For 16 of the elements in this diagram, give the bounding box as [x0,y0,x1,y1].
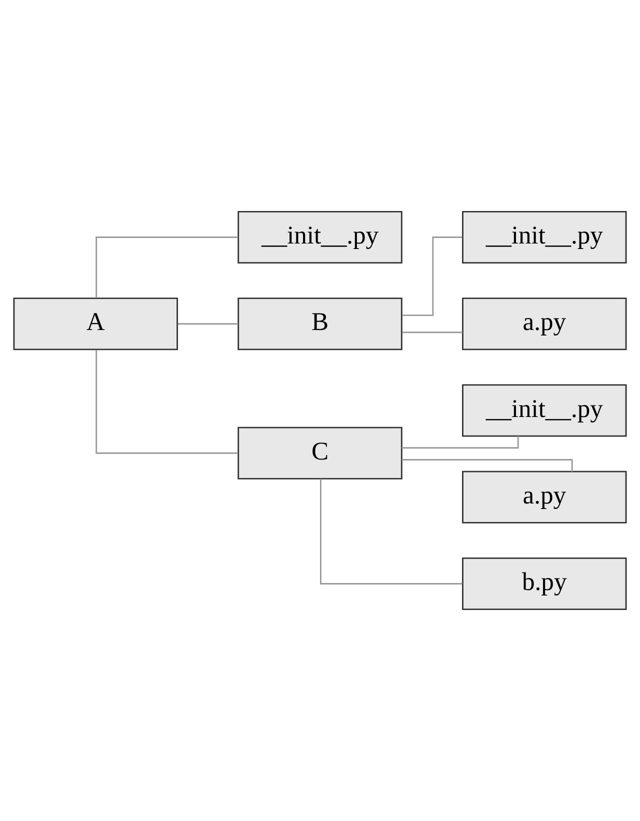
node-box: A [13,298,178,350]
connector [402,332,462,334]
connector [178,323,238,325]
node-box: __init__.py [462,384,627,437]
node-box: a.py [462,298,627,350]
connector [320,478,462,584]
connector [96,236,238,298]
node-box: b.py [462,557,627,610]
node-box: __init__.py [462,210,627,264]
connector [402,436,519,449]
connector [96,350,238,454]
node-box: B [238,298,402,350]
connector [402,236,462,316]
node-box: __init__.py [238,210,402,264]
node-box: C [238,426,402,480]
node-box: a.py [462,470,627,524]
